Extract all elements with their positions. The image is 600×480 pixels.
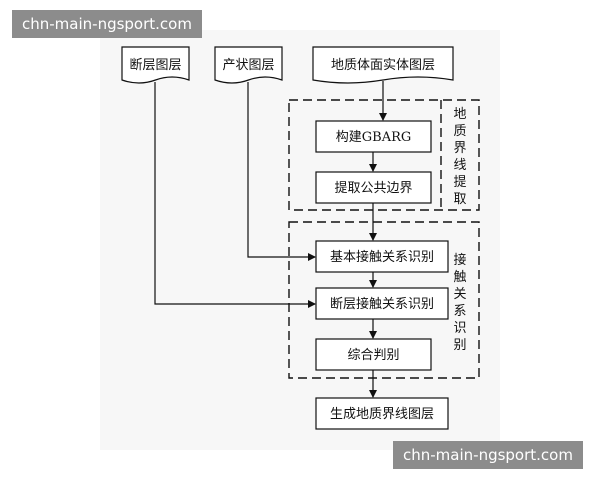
boundary-label-char: 界 (453, 141, 466, 156)
body-layer-label: 地质体面实体图层 (331, 58, 435, 73)
fault-layer-node: 断层图层 (121, 46, 190, 84)
watermark-top: chn-main-ngsport.com (12, 10, 202, 38)
contact-label-char: 系 (453, 304, 466, 319)
fault-contact-node: 断层接触关系识别 (315, 287, 449, 320)
basic-contact-label: 基本接触关系识别 (330, 249, 434, 265)
arrow-attitude-to-basic (247, 82, 316, 261)
boundary-label-char: 提 (453, 174, 466, 190)
attitude-layer-label: 产状图层 (222, 58, 274, 73)
generate-boundary-layer-node: 生成地质界线图层 (315, 397, 449, 430)
contact-label-char: 识 (453, 321, 466, 336)
comprehensive-judgment-node: 综合判别 (315, 338, 432, 371)
fault-contact-label: 断层接触关系识别 (330, 296, 434, 312)
contact-identification-label: 接 触 关 系 识 别 (453, 252, 466, 353)
extract-common-boundary-node: 提取公共边界 (315, 171, 432, 204)
watermark-bottom: chn-main-ngsport.com (393, 441, 583, 469)
boundary-label-char: 质 (453, 124, 466, 139)
boundary-label-char: 线 (453, 158, 466, 173)
contact-label-char: 触 (453, 270, 466, 285)
boundary-extraction-group: 地 质 界 线 提 取 (288, 99, 480, 211)
contact-identification-group: 接 触 关 系 识 别 (288, 221, 480, 379)
build-gbarg-label: 构建GBARG (336, 130, 412, 145)
boundary-label-char: 地 (453, 107, 466, 122)
generate-boundary-layer-label: 生成地质界线图层 (330, 407, 434, 422)
connectors (154, 81, 387, 398)
arrow-fault-layer-to-fault-contact (154, 82, 316, 308)
extract-common-boundary-label: 提取公共边界 (334, 180, 412, 196)
fault-layer-label: 断层图层 (129, 58, 181, 73)
contact-label-char: 关 (453, 287, 466, 302)
body-layer-node: 地质体面实体图层 (312, 46, 454, 84)
attitude-layer-node: 产状图层 (214, 46, 283, 84)
boundary-label-char: 取 (453, 192, 466, 207)
contact-label-char: 别 (453, 338, 466, 353)
boundary-extraction-label: 地 质 界 线 提 取 (453, 107, 466, 207)
contact-label-char: 接 (453, 252, 466, 268)
build-gbarg-node: 构建GBARG (315, 120, 432, 153)
comprehensive-judgment-label: 综合判别 (347, 348, 399, 363)
basic-contact-node: 基本接触关系识别 (315, 240, 449, 273)
